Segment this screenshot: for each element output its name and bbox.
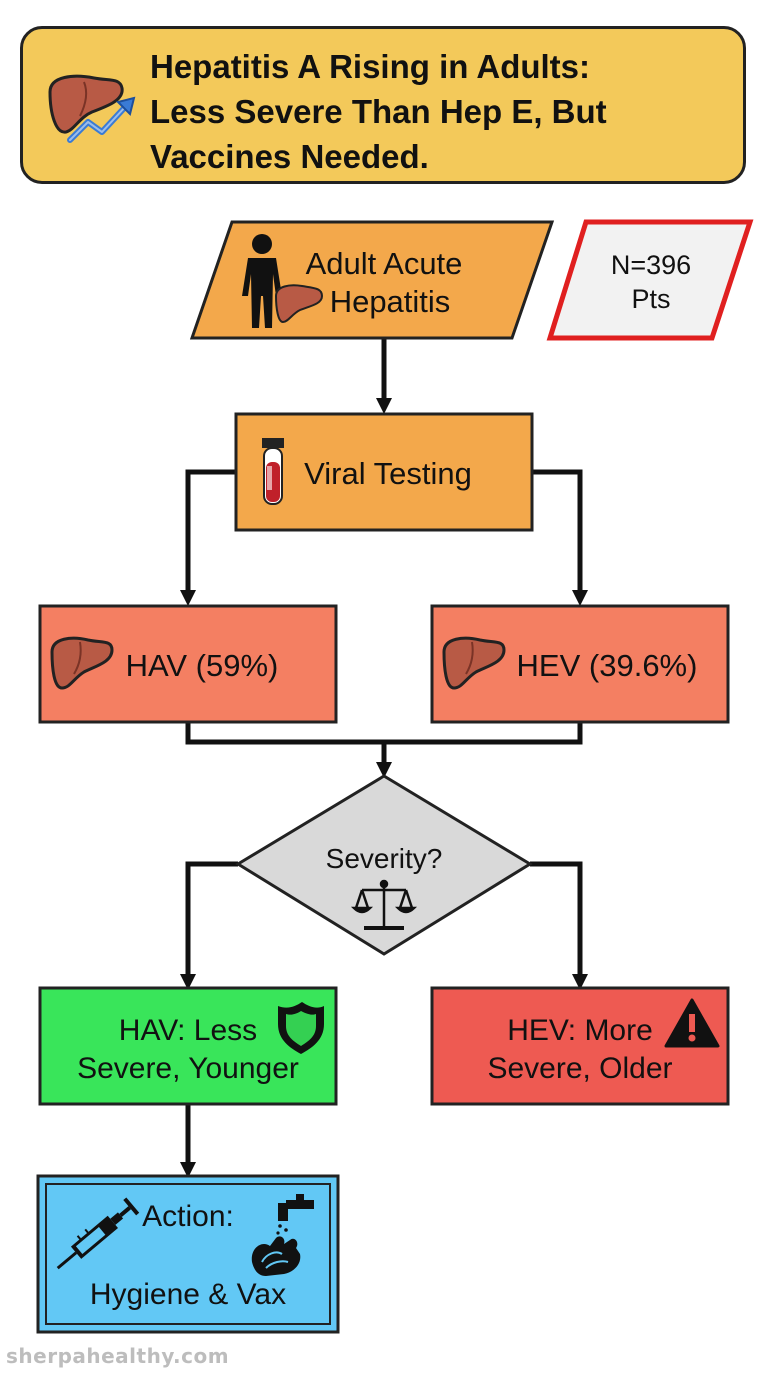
hav-outcome-node (38, 986, 338, 1106)
testing-label: Viral Testing (304, 456, 472, 491)
connector-testing-hav (179, 469, 236, 607)
shield-icon (278, 1002, 324, 1054)
action-line1: Action: (142, 1200, 234, 1233)
watermark: sherpahealthy.com (6, 1344, 230, 1368)
start-label-line2: Hepatitis (330, 284, 451, 319)
liver-icon (442, 636, 506, 690)
page-title: Hepatitis A Rising in Adults: Less Sever… (150, 44, 730, 179)
title-banner (20, 26, 746, 184)
connector-decision-hev (530, 861, 589, 991)
action-line2: Hygiene & Vax (90, 1278, 286, 1311)
title-line-3: Vaccines Needed. (150, 138, 429, 175)
sample-label-line2: Pts (631, 284, 670, 314)
liver-trend-icon (48, 74, 136, 143)
sample-label-line1: N=396 (611, 250, 691, 280)
decision-node (235, 774, 533, 956)
hav-outcome-line2: Severe, Younger (77, 1052, 299, 1085)
start-label-line1: Adult Acute (306, 246, 463, 281)
title-line-2: Less Severe Than Hep E, But (150, 93, 607, 130)
action-node-inner-border (45, 1183, 331, 1325)
hav-outcome-line1: HAV: Less (119, 1014, 257, 1047)
liver-icon (274, 284, 324, 324)
liver-icon (50, 636, 114, 690)
blood-tube-icon (262, 438, 284, 505)
hav-label: HAV (59%) (126, 648, 279, 683)
connector-testing-hev (532, 469, 589, 607)
hev-outcome-line1: HEV: More (507, 1014, 653, 1047)
scale-icon (350, 879, 418, 930)
warning-icon (664, 998, 720, 1048)
connector-merge (185, 722, 583, 745)
testing-node (234, 412, 534, 532)
title-line-1: Hepatitis A Rising in Adults: (150, 48, 591, 85)
sample-node (546, 219, 754, 341)
decision-label: Severity? (326, 843, 443, 874)
handwash-icon (251, 1194, 314, 1276)
connectors (179, 338, 589, 1179)
person-icon (242, 234, 282, 328)
connector-decision-hav (179, 861, 238, 991)
syringe-icon (56, 1197, 140, 1270)
hev-outcome-line2: Severe, Older (487, 1052, 672, 1085)
hev-label: HEV (39.6%) (517, 648, 698, 683)
